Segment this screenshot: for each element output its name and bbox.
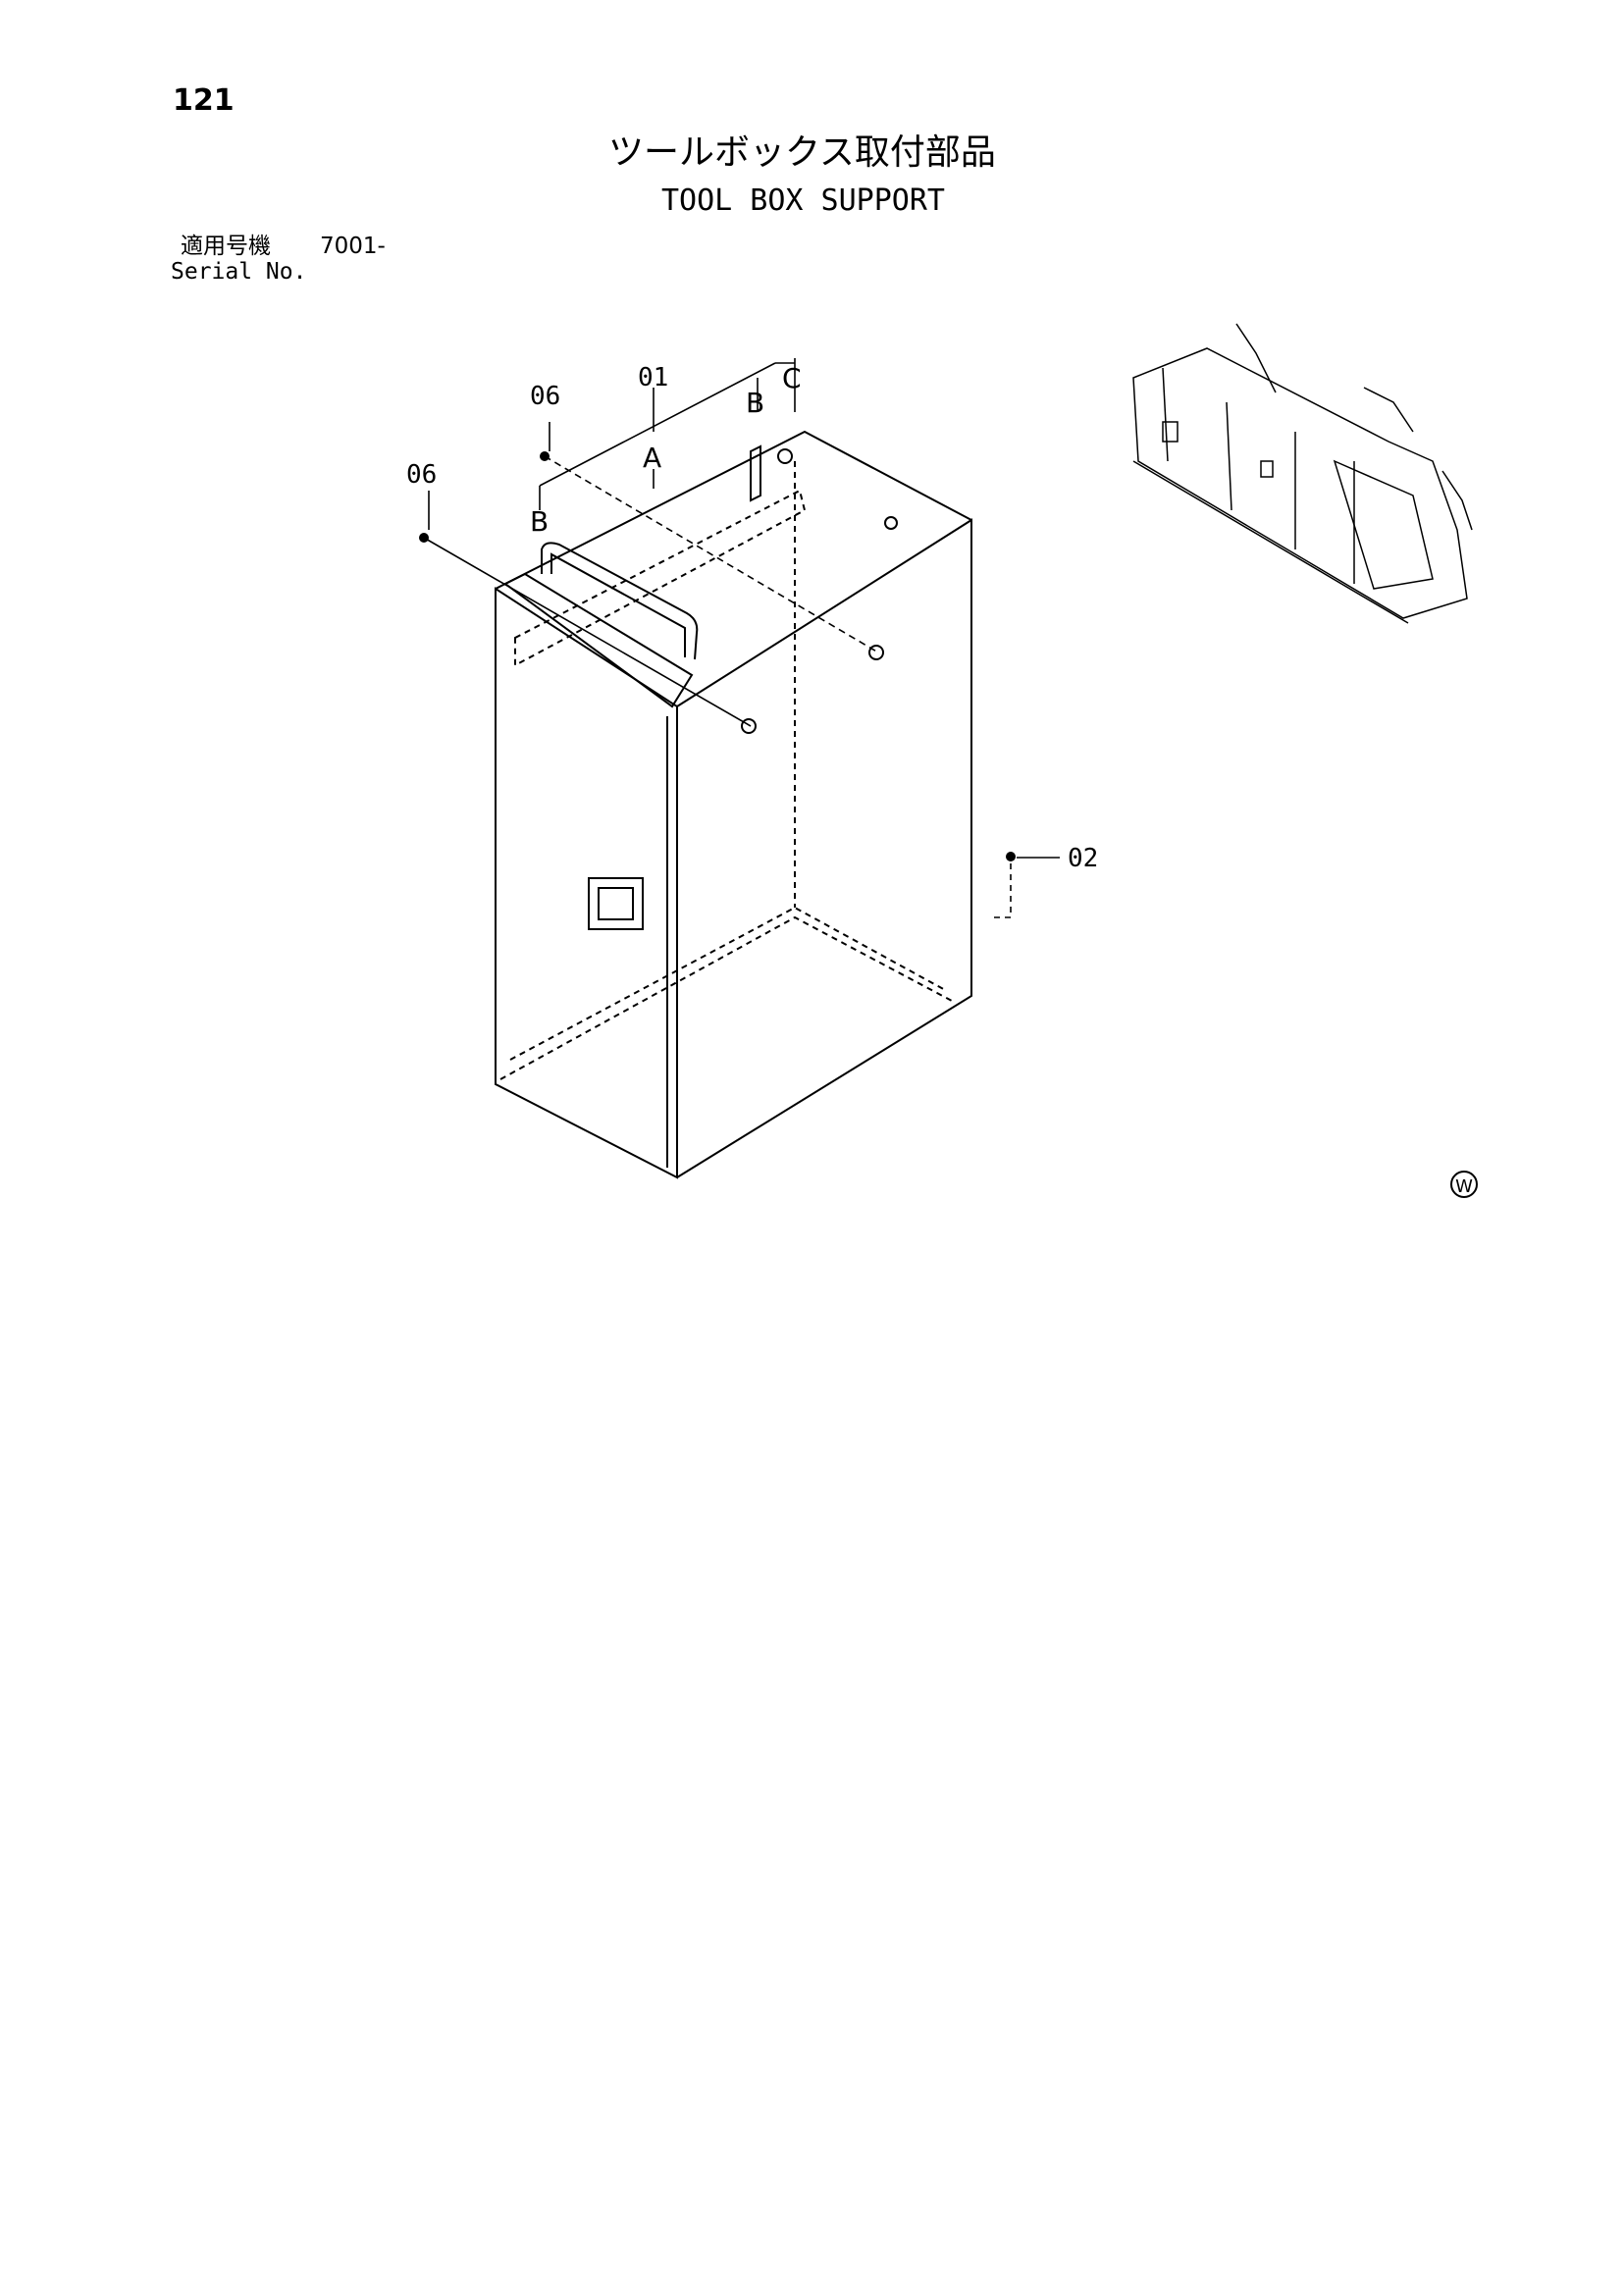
ref-letter-a: A	[643, 442, 661, 474]
page-number: 121	[173, 83, 235, 118]
callout-01: 01	[638, 363, 668, 392]
ref-letter-b-upper: B	[746, 387, 764, 419]
tool-box-top-panel	[495, 430, 972, 590]
page-title-japanese: ツールボックス取付部品	[608, 132, 996, 173]
callout-06-upper: 06	[530, 382, 560, 411]
svg-text:W: W	[1455, 1176, 1473, 1197]
bolt-06-upper	[540, 451, 550, 461]
page-title-english: TOOL BOX SUPPORT	[661, 183, 945, 218]
tool-box-drawing	[495, 430, 972, 1179]
callout-02: 02	[1068, 844, 1098, 873]
machine-location-sketch	[1132, 323, 1473, 624]
lid-handle	[541, 542, 699, 660]
w-mark: W	[1450, 1171, 1478, 1198]
fasteners	[419, 451, 1016, 861]
ref-letter-b-left: B	[530, 505, 549, 538]
nut-front	[741, 718, 757, 734]
bolt-06-left	[419, 533, 429, 543]
lid-flange	[503, 572, 694, 708]
applicable-machine-label: 適用号機	[181, 234, 271, 259]
callout-06-left: 06	[406, 460, 437, 490]
nut-rear	[777, 448, 793, 464]
ref-letter-c: C	[782, 362, 802, 394]
nut-right	[868, 645, 884, 660]
serial-range-value: 7001-	[320, 234, 386, 259]
tool-box-front-panel	[495, 587, 678, 1179]
bolt-02	[1006, 852, 1016, 861]
tool-box-side-panel	[676, 518, 972, 1178]
lock-plate	[588, 877, 644, 930]
leader-lines	[423, 358, 1060, 918]
top-nut	[884, 516, 898, 530]
serial-number-label: Serial No.	[171, 259, 307, 285]
